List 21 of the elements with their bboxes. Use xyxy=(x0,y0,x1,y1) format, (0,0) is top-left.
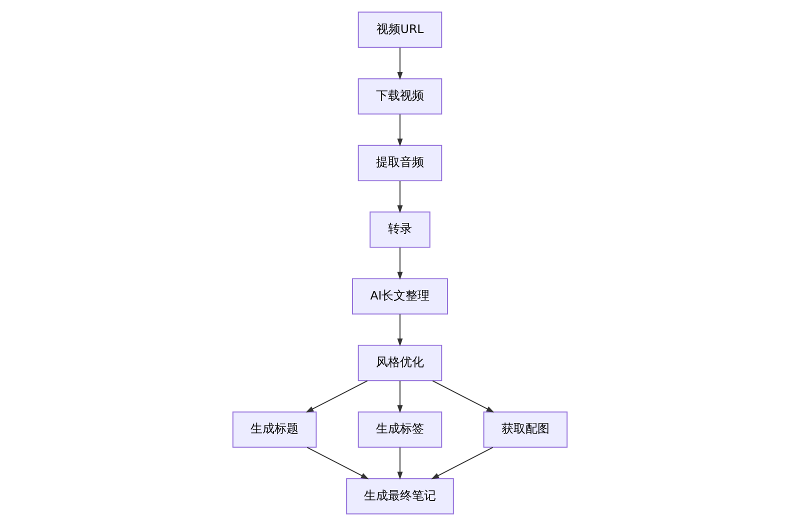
node-box: 视频URL xyxy=(358,12,442,48)
arrow xyxy=(397,114,403,146)
arrow xyxy=(306,446,369,480)
node-box: AI长文整理 xyxy=(352,278,448,314)
arrow xyxy=(431,446,494,480)
node-box: 获取配图 xyxy=(483,411,568,448)
arrow xyxy=(397,247,403,280)
arrow xyxy=(397,380,403,413)
arrow xyxy=(397,47,403,80)
node-box: 生成标题 xyxy=(232,411,317,448)
arrow xyxy=(397,180,403,214)
node-box: 转录 xyxy=(370,212,430,248)
node-box: 提取音频 xyxy=(358,144,442,182)
node-box: 生成标签 xyxy=(358,411,442,448)
node-box: 风格优化 xyxy=(358,344,442,382)
arrow xyxy=(397,314,403,346)
arrow xyxy=(397,447,403,480)
node-box: 生成最终笔记 xyxy=(346,478,454,514)
arrow xyxy=(306,380,368,413)
arrow xyxy=(432,380,494,413)
node-box: 下载视频 xyxy=(358,78,442,115)
